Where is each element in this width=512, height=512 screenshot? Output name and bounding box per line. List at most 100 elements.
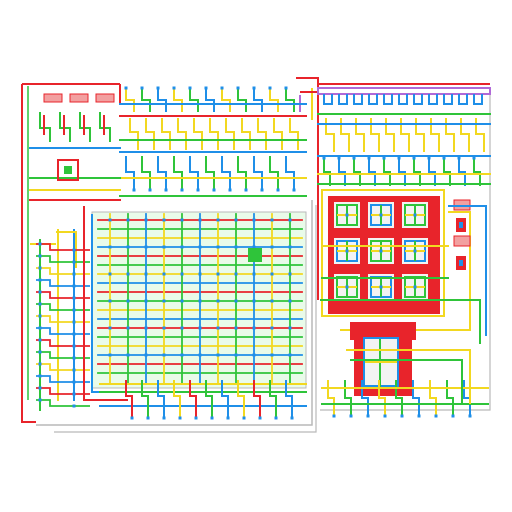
matrix-via [216, 218, 220, 222]
frame-wire [21, 84, 36, 423]
top-bus-connector [221, 156, 231, 190]
matrix-via [144, 218, 148, 222]
left-bus-via [72, 308, 76, 312]
bottom-bus-via [226, 416, 230, 420]
driver-pad [350, 322, 416, 340]
top-bus-via [172, 86, 176, 90]
right-bus-connector [413, 158, 421, 186]
matrix-via [180, 326, 184, 330]
top-bus-connector [189, 156, 199, 190]
bottom-bus-via [194, 416, 198, 420]
frame-wire [296, 77, 319, 300]
driver-via [332, 414, 336, 418]
right-bus-connector [370, 118, 380, 152]
matrix-via [270, 218, 274, 222]
bottom-bus-via [242, 416, 246, 420]
right-bus-connector [428, 158, 436, 186]
bottom-bus-connector [205, 380, 213, 418]
matrix-via [198, 353, 202, 357]
matrix-via [162, 272, 166, 276]
bottom-bus-via [290, 416, 294, 420]
left-bus-via [72, 368, 76, 372]
chip [95, 93, 115, 103]
right-bus-connector [353, 94, 363, 105]
driver-via [400, 414, 404, 418]
matrix-via [270, 245, 274, 249]
right-bus-connector [355, 118, 365, 152]
left-bus-tap [36, 339, 90, 347]
driver-via [434, 414, 438, 418]
memory-cell-via [379, 285, 383, 289]
driver-via [451, 414, 455, 418]
top-bus-connector [241, 118, 251, 150]
matrix-via [288, 299, 292, 303]
left-bus-via [72, 392, 76, 396]
memory-cell-via [345, 213, 349, 217]
matrix-via [252, 326, 256, 330]
left-bus-via [38, 398, 42, 402]
right-bus-via [442, 156, 446, 160]
top-bus-connector [129, 118, 139, 150]
top-bus-via [268, 86, 272, 90]
left-bus-via [72, 332, 76, 336]
top-bus-via [260, 188, 264, 192]
right-bus-via [382, 156, 386, 160]
right-bus-connector [413, 94, 423, 105]
right-bus-connector [353, 158, 361, 186]
left-bus-via [38, 362, 42, 366]
matrix-via [198, 218, 202, 222]
matrix-via [234, 299, 238, 303]
matrix-via [216, 326, 220, 330]
matrix-via [126, 218, 130, 222]
right-bus-connector [430, 118, 440, 152]
bottom-bus-via [258, 416, 262, 420]
right-bus-connector [398, 158, 406, 186]
bottom-bus-connector [269, 380, 277, 418]
matrix-via [270, 353, 274, 357]
right-bus-connector [460, 118, 470, 152]
right-bus-connector [443, 158, 451, 186]
right-bus-connector [338, 158, 346, 186]
right-bus-via [472, 156, 476, 160]
right-bus-header [317, 87, 491, 95]
top-right-wire-bus [317, 87, 491, 186]
top-bus-connector [269, 88, 279, 112]
matrix-via [162, 353, 166, 357]
bottom-bus-connector [189, 380, 197, 418]
matrix-via [108, 353, 112, 357]
matrix-via [288, 272, 292, 276]
memory-cell-array [320, 189, 481, 344]
right-bus-connector [383, 94, 393, 105]
matrix-via [180, 353, 184, 357]
right-bus-connector [400, 118, 410, 152]
left-bus-via [38, 350, 42, 354]
left-bus-tap [36, 351, 90, 359]
top-bus-via [196, 188, 200, 192]
top-wire-bus [29, 86, 307, 201]
left-bus-tap [36, 363, 90, 371]
matrix-via [126, 353, 130, 357]
right-bus-via [457, 156, 461, 160]
top-bus-via [276, 188, 280, 192]
right-bus-connector [368, 94, 378, 105]
left-bus-via [38, 290, 42, 294]
left-bus-tap [36, 327, 90, 335]
chip-socket [57, 159, 79, 181]
right-bus-connector [398, 94, 408, 105]
matrix-via [216, 353, 220, 357]
left-bus-wire [83, 206, 128, 401]
top-bus-connector [161, 118, 171, 150]
matrix-via [108, 218, 112, 222]
chip-row [39, 93, 115, 181]
top-bus-connector [285, 88, 295, 112]
matrix-via [162, 245, 166, 249]
right-bus-connector [458, 94, 468, 105]
right-bus-via [412, 156, 416, 160]
top-bus-via [180, 188, 184, 192]
left-bus-via [38, 338, 42, 342]
matrix-via [126, 245, 130, 249]
matrix-via [288, 218, 292, 222]
top-bus-via [204, 86, 208, 90]
left-bus-tap [36, 291, 90, 299]
driver-via [366, 414, 370, 418]
